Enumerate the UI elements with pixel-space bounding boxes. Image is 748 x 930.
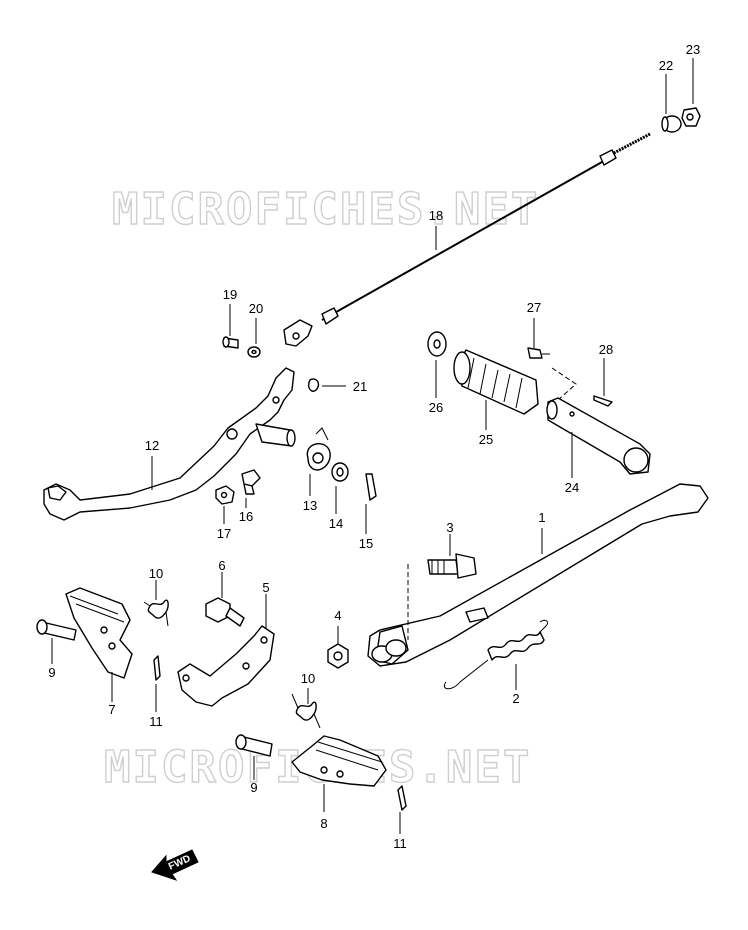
callout-14: 14	[329, 516, 343, 531]
part-1-side-stand[interactable]	[367, 483, 709, 667]
part-15-cotter-pin[interactable]	[365, 473, 377, 501]
assembly-line-27-24	[551, 367, 577, 401]
part-20-washer[interactable]	[247, 346, 261, 358]
callout-19: 19	[223, 287, 237, 302]
part-19-bolt[interactable]	[222, 336, 239, 349]
callout-25: 25	[479, 432, 493, 447]
part-24-footrest-bracket[interactable]	[546, 397, 651, 475]
part-21-cotter-pin[interactable]	[307, 378, 320, 392]
callout-16: 16	[239, 509, 253, 524]
part-14-washer[interactable]	[331, 462, 349, 482]
callout-9-lower: 9	[250, 780, 257, 795]
fwd-direction-arrow: FWD	[151, 849, 199, 881]
part-25-footrest-rubber[interactable]	[453, 349, 539, 415]
callout-7: 7	[108, 702, 115, 717]
callout-23: 23	[686, 42, 700, 57]
part-3-pivot-bolt[interactable]	[427, 553, 477, 579]
callout-9-upper: 9	[48, 665, 55, 680]
part-17-nut[interactable]	[215, 485, 235, 505]
part-11-cotter-pin-lower[interactable]	[397, 785, 407, 811]
part-2-stand-spring[interactable]	[444, 619, 549, 690]
callout-5: 5	[262, 580, 269, 595]
callout-18: 18	[429, 208, 443, 223]
callout-13: 13	[303, 498, 317, 513]
part-9-pin-upper[interactable]	[36, 619, 77, 641]
callout-10-lower: 10	[301, 671, 315, 686]
callout-15: 15	[359, 536, 373, 551]
part-26-washer[interactable]	[427, 331, 447, 357]
part-28-pin[interactable]	[593, 395, 613, 407]
part-9-pin-lower[interactable]	[235, 734, 273, 757]
callout-28: 28	[599, 342, 613, 357]
part-5-footrest-bracket[interactable]	[177, 625, 275, 707]
part-4-nut[interactable]	[327, 643, 349, 669]
callout-3: 3	[446, 520, 453, 535]
callout-24: 24	[565, 480, 579, 495]
part-18-brake-cable[interactable]	[283, 132, 651, 347]
part-27-bolt[interactable]	[527, 347, 550, 359]
callout-4: 4	[334, 608, 341, 623]
callout-26: 26	[429, 400, 443, 415]
part-11-cotter-pin-upper[interactable]	[153, 655, 161, 681]
watermark-top: MICROFICHES.NET	[112, 184, 539, 235]
part-23-cable-adjuster[interactable]	[681, 107, 701, 127]
callout-6: 6	[218, 558, 225, 573]
part-6-bolt[interactable]	[205, 597, 245, 627]
part-12-brake-pedal[interactable]	[43, 367, 296, 521]
callout-21: 21	[353, 379, 367, 394]
part-22-cable-end[interactable]	[661, 115, 682, 133]
callout-20: 20	[249, 301, 263, 316]
part-13-return-spring[interactable]	[306, 427, 331, 471]
part-7-left-footpeg[interactable]	[65, 587, 133, 679]
callout-12: 12	[145, 438, 159, 453]
callout-27: 27	[527, 300, 541, 315]
part-10-spring-upper[interactable]	[143, 599, 169, 627]
callout-17: 17	[217, 526, 231, 541]
callout-1: 1	[538, 510, 545, 525]
callout-8: 8	[320, 816, 327, 831]
callout-11-upper: 11	[149, 714, 163, 729]
part-16-bolt[interactable]	[241, 469, 261, 495]
callout-11-lower: 11	[393, 836, 407, 851]
callout-2: 2	[512, 691, 519, 706]
callout-10-upper: 10	[149, 566, 163, 581]
callout-22: 22	[659, 58, 673, 73]
part-8-right-footpeg[interactable]	[291, 735, 387, 787]
part-10-spring-lower[interactable]	[291, 693, 321, 729]
